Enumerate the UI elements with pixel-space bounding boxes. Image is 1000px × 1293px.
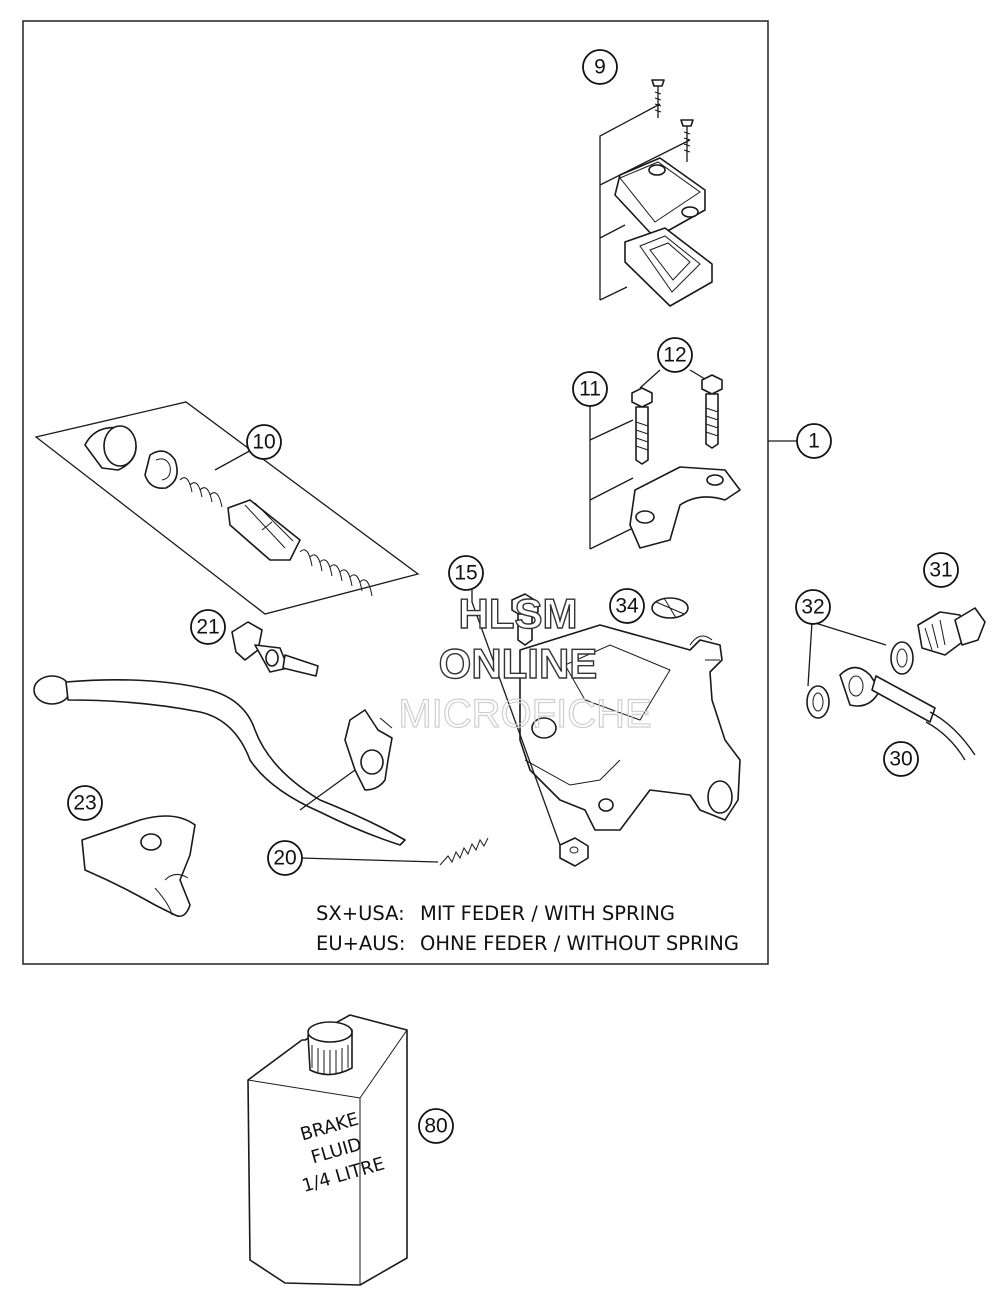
callout-10: 10 bbox=[246, 424, 282, 460]
watermark-line-2: ONLINE bbox=[439, 640, 598, 687]
svg-text:34: 34 bbox=[615, 595, 639, 618]
part-23-lever-guard bbox=[81, 815, 196, 918]
watermark: HLSM ONLINE MICROFICHE bbox=[398, 589, 653, 736]
callout-31: 31 bbox=[923, 552, 959, 588]
callout-32: 32 bbox=[795, 589, 831, 625]
svg-text:15: 15 bbox=[454, 562, 477, 585]
callout-80: 80 bbox=[418, 1108, 454, 1144]
spring-notes: SX+USA: MIT FEDER / WITH SPRING EU+AUS: … bbox=[316, 902, 739, 955]
callout-15: 15 bbox=[448, 555, 484, 591]
svg-text:31: 31 bbox=[929, 559, 952, 582]
callout-21: 21 bbox=[190, 609, 226, 645]
svg-text:12: 12 bbox=[663, 344, 686, 367]
part-10-piston-kit bbox=[34, 401, 420, 615]
part-11-12-clamp-group bbox=[589, 369, 741, 550]
note-line-1-code: SX+USA: bbox=[316, 902, 405, 925]
svg-text:20: 20 bbox=[273, 847, 296, 870]
svg-text:23: 23 bbox=[73, 792, 96, 815]
part-34-bleed-cap bbox=[651, 597, 689, 619]
watermark-line-1: HLSM bbox=[459, 590, 578, 637]
svg-text:32: 32 bbox=[801, 596, 824, 619]
part-20-lever bbox=[33, 675, 489, 866]
callout-30: 30 bbox=[883, 741, 919, 777]
svg-text:30: 30 bbox=[889, 748, 912, 771]
part-30-32-brake-line bbox=[806, 607, 986, 761]
svg-text:1: 1 bbox=[808, 430, 820, 453]
svg-text:11: 11 bbox=[579, 378, 601, 401]
note-line-2-code: EU+AUS: bbox=[316, 932, 406, 955]
svg-text:9: 9 bbox=[594, 56, 606, 79]
callout-34: 34 bbox=[609, 588, 645, 624]
master-cylinder-body bbox=[519, 624, 741, 831]
diagram-frame bbox=[22, 20, 769, 965]
callout-20: 20 bbox=[267, 840, 303, 876]
note-line-1-text: MIT FEDER / WITH SPRING bbox=[420, 902, 675, 925]
svg-text:80: 80 bbox=[424, 1115, 447, 1138]
part-21-adjuster bbox=[231, 621, 319, 677]
callout-12: 12 bbox=[657, 337, 693, 373]
callout-11: 11 bbox=[572, 371, 608, 407]
callout-23: 23 bbox=[67, 785, 103, 821]
svg-text:21: 21 bbox=[196, 616, 219, 639]
part-9-reservoir-cover-group bbox=[599, 79, 713, 307]
callout-9: 9 bbox=[582, 49, 618, 85]
part-15-pivot-bolt bbox=[471, 588, 589, 867]
part-80-brake-fluid-can: BRAKE FLUID 1/4 LITRE bbox=[247, 1014, 408, 1286]
watermark-line-3: MICROFICHE bbox=[398, 692, 651, 736]
note-line-2-text: OHNE FEDER / WITHOUT SPRING bbox=[420, 932, 739, 955]
callout-1: 1 bbox=[796, 423, 832, 459]
svg-text:10: 10 bbox=[252, 431, 275, 454]
